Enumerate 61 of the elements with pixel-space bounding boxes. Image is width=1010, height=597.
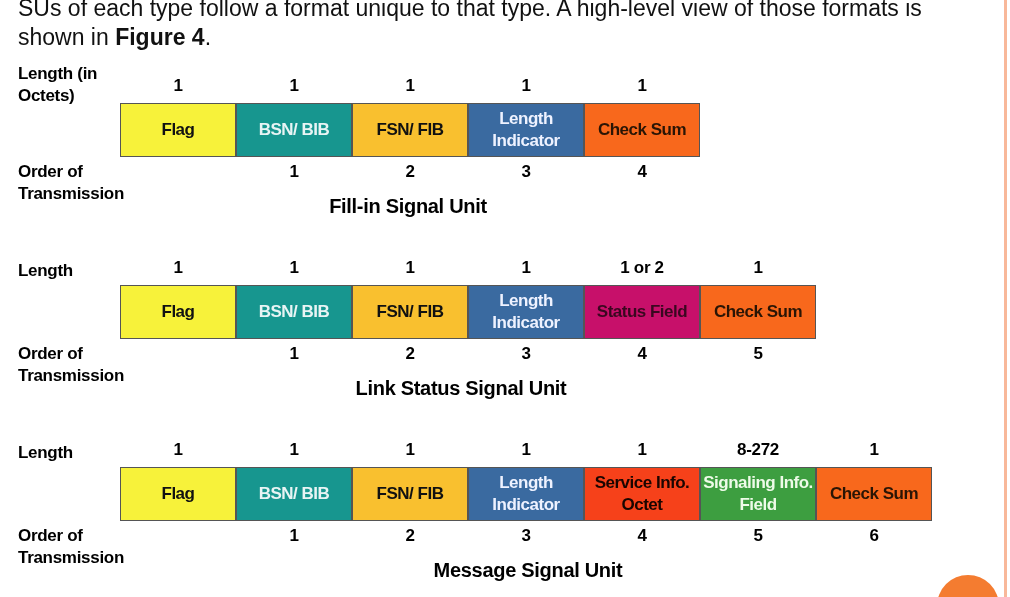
length-value: 8-272	[737, 440, 779, 460]
order-number: 6	[869, 526, 879, 546]
format-title: Fill-in Signal Unit	[329, 195, 487, 218]
row-label: Order of Transmission	[18, 343, 125, 387]
format-title: Link Status Signal Unit	[355, 377, 567, 400]
field-box: Length Indicator	[468, 285, 584, 339]
row-label: Length	[18, 442, 74, 464]
length-value: 1	[289, 76, 299, 96]
field-box: Flag	[120, 285, 236, 339]
length-value: 1	[173, 258, 183, 278]
row-label: Length	[18, 260, 74, 282]
field-box: BSN/ BIB	[236, 103, 352, 157]
row-label: Order of Transmission	[18, 525, 125, 569]
order-number: 3	[521, 526, 531, 546]
order-number: 5	[753, 344, 763, 364]
field-box: Length Indicator	[468, 467, 584, 521]
length-value: 1 or 2	[620, 258, 664, 278]
field-box: Flag	[120, 467, 236, 521]
field-box: FSN/ FIB	[352, 103, 468, 157]
length-value: 1	[173, 440, 183, 460]
length-value: 1	[521, 76, 531, 96]
length-value: 1	[753, 258, 763, 278]
field-box: Length Indicator	[468, 103, 584, 157]
order-number: 2	[405, 162, 415, 182]
order-number: 3	[521, 344, 531, 364]
order-number: 2	[405, 526, 415, 546]
field-box: Check Sum	[584, 103, 700, 157]
length-value: 1	[521, 258, 531, 278]
length-value: 1	[405, 76, 415, 96]
field-box: BSN/ BIB	[236, 285, 352, 339]
row-label: Order of Transmission	[18, 161, 125, 205]
length-value: 1	[289, 258, 299, 278]
field-box: Flag	[120, 103, 236, 157]
order-number: 5	[753, 526, 763, 546]
length-value: 1	[405, 258, 415, 278]
order-number: 1	[289, 526, 299, 546]
order-number: 2	[405, 344, 415, 364]
field-box: Check Sum	[700, 285, 816, 339]
intro-paragraph: SUs of each type follow a format unique to that type. A high-level view of those formats is shown in Figure 4.	[18, 0, 923, 52]
field-box: FSN/ FIB	[352, 285, 468, 339]
length-value: 1	[869, 440, 879, 460]
order-number: 1	[289, 344, 299, 364]
field-box: Check Sum	[816, 467, 932, 521]
field-box: Signaling Info. Field	[700, 467, 816, 521]
length-value: 1	[289, 440, 299, 460]
length-value: 1	[521, 440, 531, 460]
length-value: 1	[405, 440, 415, 460]
order-number: 1	[289, 162, 299, 182]
length-value: 1	[637, 440, 647, 460]
order-number: 3	[521, 162, 531, 182]
order-number: 4	[637, 344, 647, 364]
length-value: 1	[637, 76, 647, 96]
format-title: Message Signal Unit	[433, 559, 623, 582]
order-number: 4	[637, 162, 647, 182]
field-box: Status Field	[584, 285, 700, 339]
length-value: 1	[173, 76, 183, 96]
field-box: BSN/ BIB	[236, 467, 352, 521]
order-number: 4	[637, 526, 647, 546]
row-label: Length (in Octets)	[18, 63, 99, 107]
field-box: Service Info. Octet	[584, 467, 700, 521]
field-box: FSN/ FIB	[352, 467, 468, 521]
